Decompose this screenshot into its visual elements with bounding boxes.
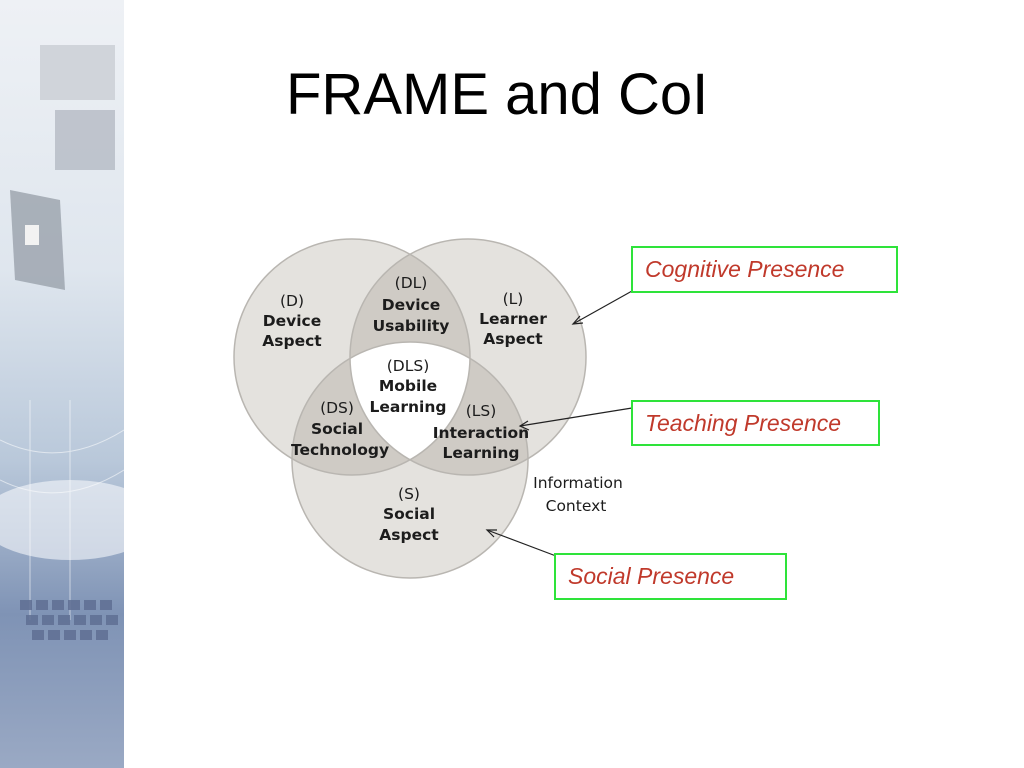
social-label-2: Aspect [379,526,439,544]
learner-label-1: Learner [479,310,547,328]
mobile-learning-code: (DLS) [387,357,430,375]
device-label-2: Aspect [262,332,322,350]
cognitive-presence-callout: Cognitive Presence [631,246,898,293]
information-context-label-2: Context [546,497,607,515]
teaching-presence-callout: Teaching Presence [631,400,880,446]
mobile-learning-label-2: Learning [370,398,447,416]
device-usability-code: (DL) [395,274,428,292]
learner-code: (L) [503,290,524,308]
interaction-learning-code: (LS) [466,402,497,420]
device-code: (D) [280,292,304,310]
device-label-1: Device [263,312,322,330]
device-usability-label-1: Device [382,296,441,314]
social-technology-label-2: Technology [291,441,389,459]
social-technology-code: (DS) [320,399,354,417]
device-usability-label-2: Usability [373,317,450,335]
social-arrow [486,529,557,557]
mobile-learning-label-1: Mobile [379,377,437,395]
interaction-learning-label-1: Interaction [433,424,529,442]
social-presence-callout: Social Presence [554,553,787,600]
cognitive-arrow [572,290,633,325]
social-technology-label-1: Social [311,420,363,438]
interaction-learning-label-2: Learning [443,444,520,462]
teaching-arrow [519,407,633,427]
slide-title: FRAME and CoI [286,62,709,127]
social-code: (S) [398,485,420,503]
side-decoration-image [0,0,124,768]
learner-label-2: Aspect [483,330,543,348]
social-label-1: Social [383,505,435,523]
information-context-label-1: Information [533,474,623,492]
